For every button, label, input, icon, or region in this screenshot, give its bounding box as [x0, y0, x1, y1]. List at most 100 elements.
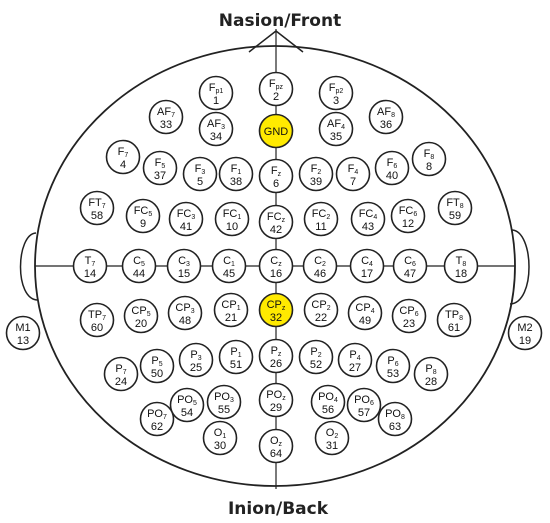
electrode-label: AF3: [207, 118, 225, 131]
electrode-label: P7: [115, 363, 126, 376]
electrode-number: 45: [223, 268, 235, 280]
electrode-label: C6: [404, 255, 416, 268]
electrode-label: POz: [266, 389, 286, 402]
electrode-label: CP5: [131, 305, 150, 318]
electrode-number: 21: [225, 312, 237, 324]
electrode-label: CP6: [399, 305, 418, 318]
electrode-circle: [198, 75, 234, 111]
electrode-circle: [368, 99, 404, 135]
electrode-circle: [258, 204, 294, 240]
electrode-circle: [258, 292, 294, 328]
electrode-number: 63: [389, 421, 401, 433]
electrode-circle: [413, 356, 449, 392]
electrode-label: AF7: [157, 106, 175, 119]
electrode-label: Cz: [270, 255, 282, 268]
electrode-label: Pz: [271, 345, 282, 358]
electrode-number: 24: [115, 376, 127, 388]
electrode-number: 64: [270, 448, 282, 460]
electrode-number: 7: [350, 176, 356, 188]
electrode-circle: [168, 201, 204, 237]
electrode-label: P8: [425, 363, 436, 376]
electrode-number: 17: [361, 268, 373, 280]
electrode-f8: F88: [411, 141, 447, 177]
electrode-number: 9: [140, 218, 146, 230]
electrode-circle: [148, 99, 184, 135]
electrode-circle: [349, 248, 385, 284]
electrode-circle: [198, 111, 234, 147]
electrode-number: 50: [151, 368, 163, 380]
electrode-number: 56: [322, 404, 334, 416]
mastoid-label: M2: [517, 322, 532, 334]
electrode-number: 61: [448, 322, 460, 334]
electrode-number: 44: [133, 268, 145, 280]
electrode-circle: [79, 302, 115, 338]
electrode-number: 36: [380, 119, 392, 131]
electrode-circle: [392, 248, 428, 284]
electrode-circle: [167, 295, 203, 331]
electrode-circle: [298, 339, 334, 375]
electrode-number: 31: [326, 440, 338, 452]
title-back: Inion/Back: [228, 499, 329, 519]
electrode-fz: Fz6: [258, 158, 294, 194]
electrode-f4: F47: [335, 156, 371, 192]
electrode-number: 57: [358, 407, 370, 419]
electrode-number: 34: [210, 131, 222, 143]
electrode-circle: [318, 75, 354, 111]
electrode-number: 52: [310, 359, 322, 371]
electrode-label: AF4: [327, 118, 345, 131]
electrode-circle: [258, 158, 294, 194]
electrode-circle: [391, 298, 427, 334]
electrode-circle: [258, 382, 294, 418]
electrode-number: 49: [359, 315, 371, 327]
electrode-label: F4: [348, 163, 359, 176]
electrode-label: CP3: [175, 302, 194, 315]
electrode-number: 47: [404, 268, 416, 280]
mastoid-label: M1: [15, 322, 30, 334]
electrode-circle: [346, 387, 382, 423]
electrode-number: 27: [349, 362, 361, 374]
electrode-f7: F74: [105, 139, 141, 175]
electrode-circle: [206, 384, 242, 420]
electrode-number: 58: [91, 210, 103, 222]
electrode-number: 26: [270, 358, 282, 370]
electrode-number: 54: [181, 407, 193, 419]
electrode-circle: [390, 198, 426, 234]
electrode-label: F3: [195, 163, 206, 176]
electrode-label: FT8: [446, 197, 463, 210]
electrode-label: TP8: [445, 309, 463, 322]
electrode-circle: [298, 156, 334, 192]
electrode-label: F7: [118, 146, 129, 159]
electrode-circle: [125, 198, 161, 234]
electrode-circle: [182, 156, 218, 192]
electrode-number: 23: [403, 318, 415, 330]
electrode-label: P2: [310, 346, 321, 359]
electrode-label: PO6: [354, 394, 374, 407]
electrode-label: P3: [190, 349, 201, 362]
electrode-number: 14: [84, 268, 96, 280]
electrode-circle: [377, 401, 413, 437]
electrode-label: O2: [326, 427, 339, 440]
electrode-label: P1: [230, 346, 241, 359]
electrode-label: P4: [349, 349, 360, 362]
left-ear: [19, 232, 39, 301]
electrode-label: C5: [133, 255, 145, 268]
electrode-label: Fpz: [269, 78, 284, 91]
